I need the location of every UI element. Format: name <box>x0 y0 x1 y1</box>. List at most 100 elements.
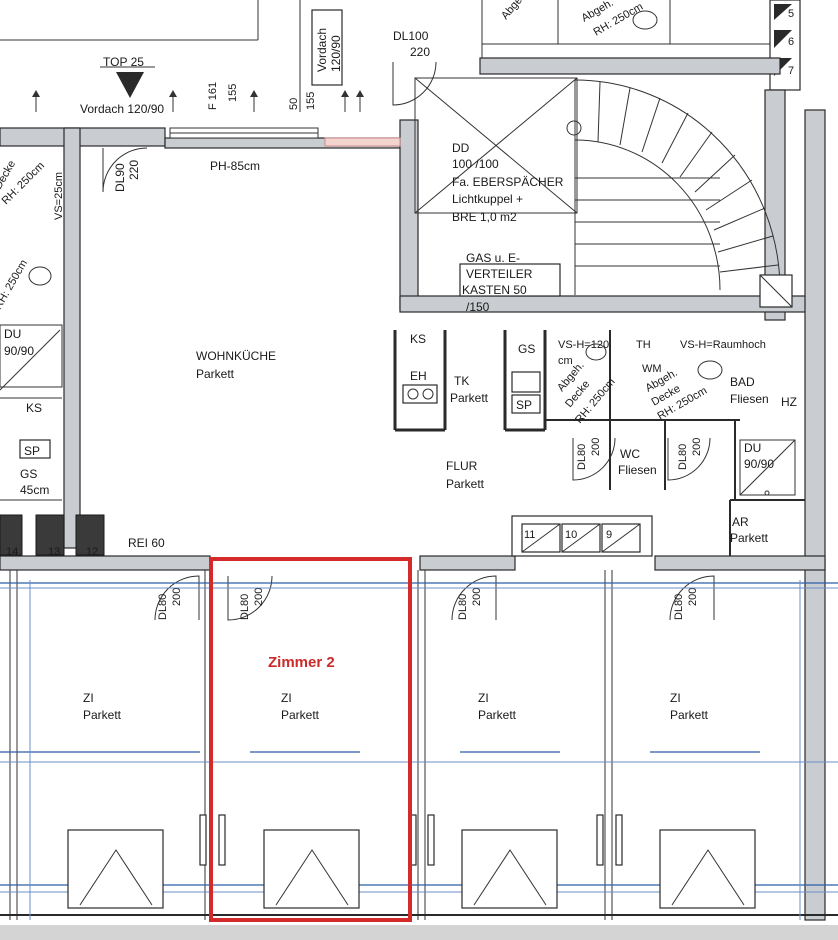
room-zi4-floor: Parkett <box>670 708 709 722</box>
dd-type: Lichtkuppel + <box>452 192 523 206</box>
vordach-right-dim: 120/90 <box>329 35 343 72</box>
room-zi1-floor: Parkett <box>83 708 122 722</box>
dl80-label-a: DL80 <box>576 444 588 470</box>
room-ar-name: AR <box>732 515 749 529</box>
vs-h-120-label: VS-H=120 <box>558 339 609 351</box>
left-du-label: DU <box>4 327 21 341</box>
dl100-label: DL100 <box>393 29 429 43</box>
dl90-dim: 220 <box>127 160 141 180</box>
ks-label: KS <box>410 332 426 346</box>
left-du-dim: 90/90 <box>4 344 34 358</box>
abgeh-top-left: Abgeh. <box>499 0 531 22</box>
room-bad-floor: Fliesen <box>730 392 769 406</box>
vordach-right-label: Vordach <box>315 28 329 72</box>
wm-label: WM <box>642 363 662 375</box>
dim-50-label: 50 <box>288 98 300 110</box>
dl80-label-4: DL80 <box>673 594 685 620</box>
top-marker-icon <box>116 72 144 98</box>
gas-verteiler: GAS u. E- VERTEILER KASTEN 50 /150 <box>459 251 561 314</box>
room-wc-name: WC <box>620 447 640 461</box>
stair-num-6: 6 <box>788 36 794 48</box>
doors: DL80 200 DL80 200 DL80 200 DL80 200 DL80… <box>128 438 715 621</box>
zimmer2-highlight[interactable]: Zimmer 2 <box>209 557 412 922</box>
skylight: DD 100 /100 Fa. EBERSPÄCHER Lichtkuppel … <box>414 77 578 224</box>
shaft-10: 10 <box>565 529 577 541</box>
dl80-dim-2: 200 <box>253 588 265 606</box>
dd-label: DD <box>452 141 470 155</box>
th-label: TH <box>636 339 651 351</box>
staircase <box>566 79 793 308</box>
kitchen-fixtures: KS EH GS SP <box>402 332 541 414</box>
left-rh2-label: RH: 250cm <box>0 258 30 312</box>
room-zi2-floor: Parkett <box>281 708 320 722</box>
bath-fixtures: VS-H=120 cm TH VS-H=Raumhoch Abgeh. Deck… <box>555 339 796 496</box>
bottom-windows <box>67 814 756 909</box>
highlight-frame[interactable] <box>209 557 412 922</box>
north-window: PH-85cm DL90 220 <box>102 127 401 193</box>
stair-num-7: 7 <box>788 65 794 77</box>
dl80-dim-4: 200 <box>687 588 699 606</box>
left-45-label: 45cm <box>20 483 49 497</box>
shaft-13: 13 <box>48 546 60 558</box>
dl80-label-3: DL80 <box>457 594 469 620</box>
verteiler-label: VERTEILER <box>466 267 533 281</box>
left-gs-label: GS <box>20 467 37 481</box>
room-flur-name: FLUR <box>446 459 478 473</box>
dd-brand: Fa. EBERSPÄCHER <box>452 175 564 189</box>
room-flur-floor: Parkett <box>446 477 485 491</box>
gs-label: GS <box>518 342 535 356</box>
vs-cm-label: cm <box>558 355 573 367</box>
dl80-label-2: DL80 <box>239 594 251 620</box>
room-wohnkueche-name: WOHNKÜCHE <box>196 349 276 363</box>
dl90-label: DL90 <box>113 163 127 192</box>
du-dim: 90/90 <box>744 457 774 471</box>
sp-label: SP <box>516 398 532 412</box>
room-ar-floor: Parkett <box>730 531 769 545</box>
dl80-dim-3: 200 <box>471 588 483 606</box>
vs-h-raumhoch-label: VS-H=Raumhoch <box>680 339 766 351</box>
room-bad-hz: HZ <box>781 395 797 409</box>
eh-label: EH <box>410 369 427 383</box>
dd-bre: BRE 1,0 m2 <box>452 210 517 224</box>
walls <box>0 57 838 940</box>
left-sp-label: SP <box>24 444 40 458</box>
kasten-sub: /150 <box>466 300 490 314</box>
dl80-dim-a: 200 <box>590 438 602 456</box>
room-wohnkueche-floor: Parkett <box>196 367 235 381</box>
rei-label: REI 60 <box>128 536 165 550</box>
shafts: 11 10 9 14 13 12 <box>0 514 653 558</box>
f155-label: 155 <box>227 84 239 102</box>
dl80-dim-b: 200 <box>691 438 703 456</box>
dl80-label-b: DL80 <box>677 444 689 470</box>
ph-label: PH-85cm <box>210 159 260 173</box>
room-zi4-name: ZI <box>670 691 681 705</box>
dl80-label-1: DL80 <box>157 594 169 620</box>
dim-155-label: 155 <box>305 92 317 110</box>
dd-size: 100 /100 <box>452 157 499 171</box>
highlight-label: Zimmer 2 <box>268 654 335 671</box>
room-zi3-floor: Parkett <box>478 708 517 722</box>
kasten-label: KASTEN 50 <box>462 283 527 297</box>
gas-label: GAS u. E- <box>466 251 520 265</box>
room-tk-name: TK <box>454 374 469 388</box>
vordach-box <box>311 9 343 86</box>
dl80-dim-1: 200 <box>171 588 183 606</box>
vordach-left-label: Vordach 120/90 <box>80 102 164 116</box>
room-labels: WOHNKÜCHE Parkett TK Parkett FLUR Parket… <box>83 349 797 722</box>
room-bad-name: BAD <box>730 375 755 389</box>
dl100-dim: 220 <box>410 45 430 59</box>
room-wc-floor: Fliesen <box>618 463 657 477</box>
shaft-9: 9 <box>606 529 612 541</box>
room-zi3-name: ZI <box>478 691 489 705</box>
room-zi2-name: ZI <box>281 691 292 705</box>
left-unit: VS=25cm Decke RH: 250cm RH: 250cm DU 90/… <box>0 158 65 501</box>
left-ks-label: KS <box>26 401 42 415</box>
shaft-14: 14 <box>6 546 18 558</box>
shaft-12: 12 <box>86 546 98 558</box>
room-zi1-name: ZI <box>83 691 94 705</box>
top-label: TOP 25 <box>103 55 144 69</box>
room-tk-floor: Parkett <box>450 391 489 405</box>
left-vs-label: VS=25cm <box>53 172 65 220</box>
f161-label: F 161 <box>207 82 219 110</box>
